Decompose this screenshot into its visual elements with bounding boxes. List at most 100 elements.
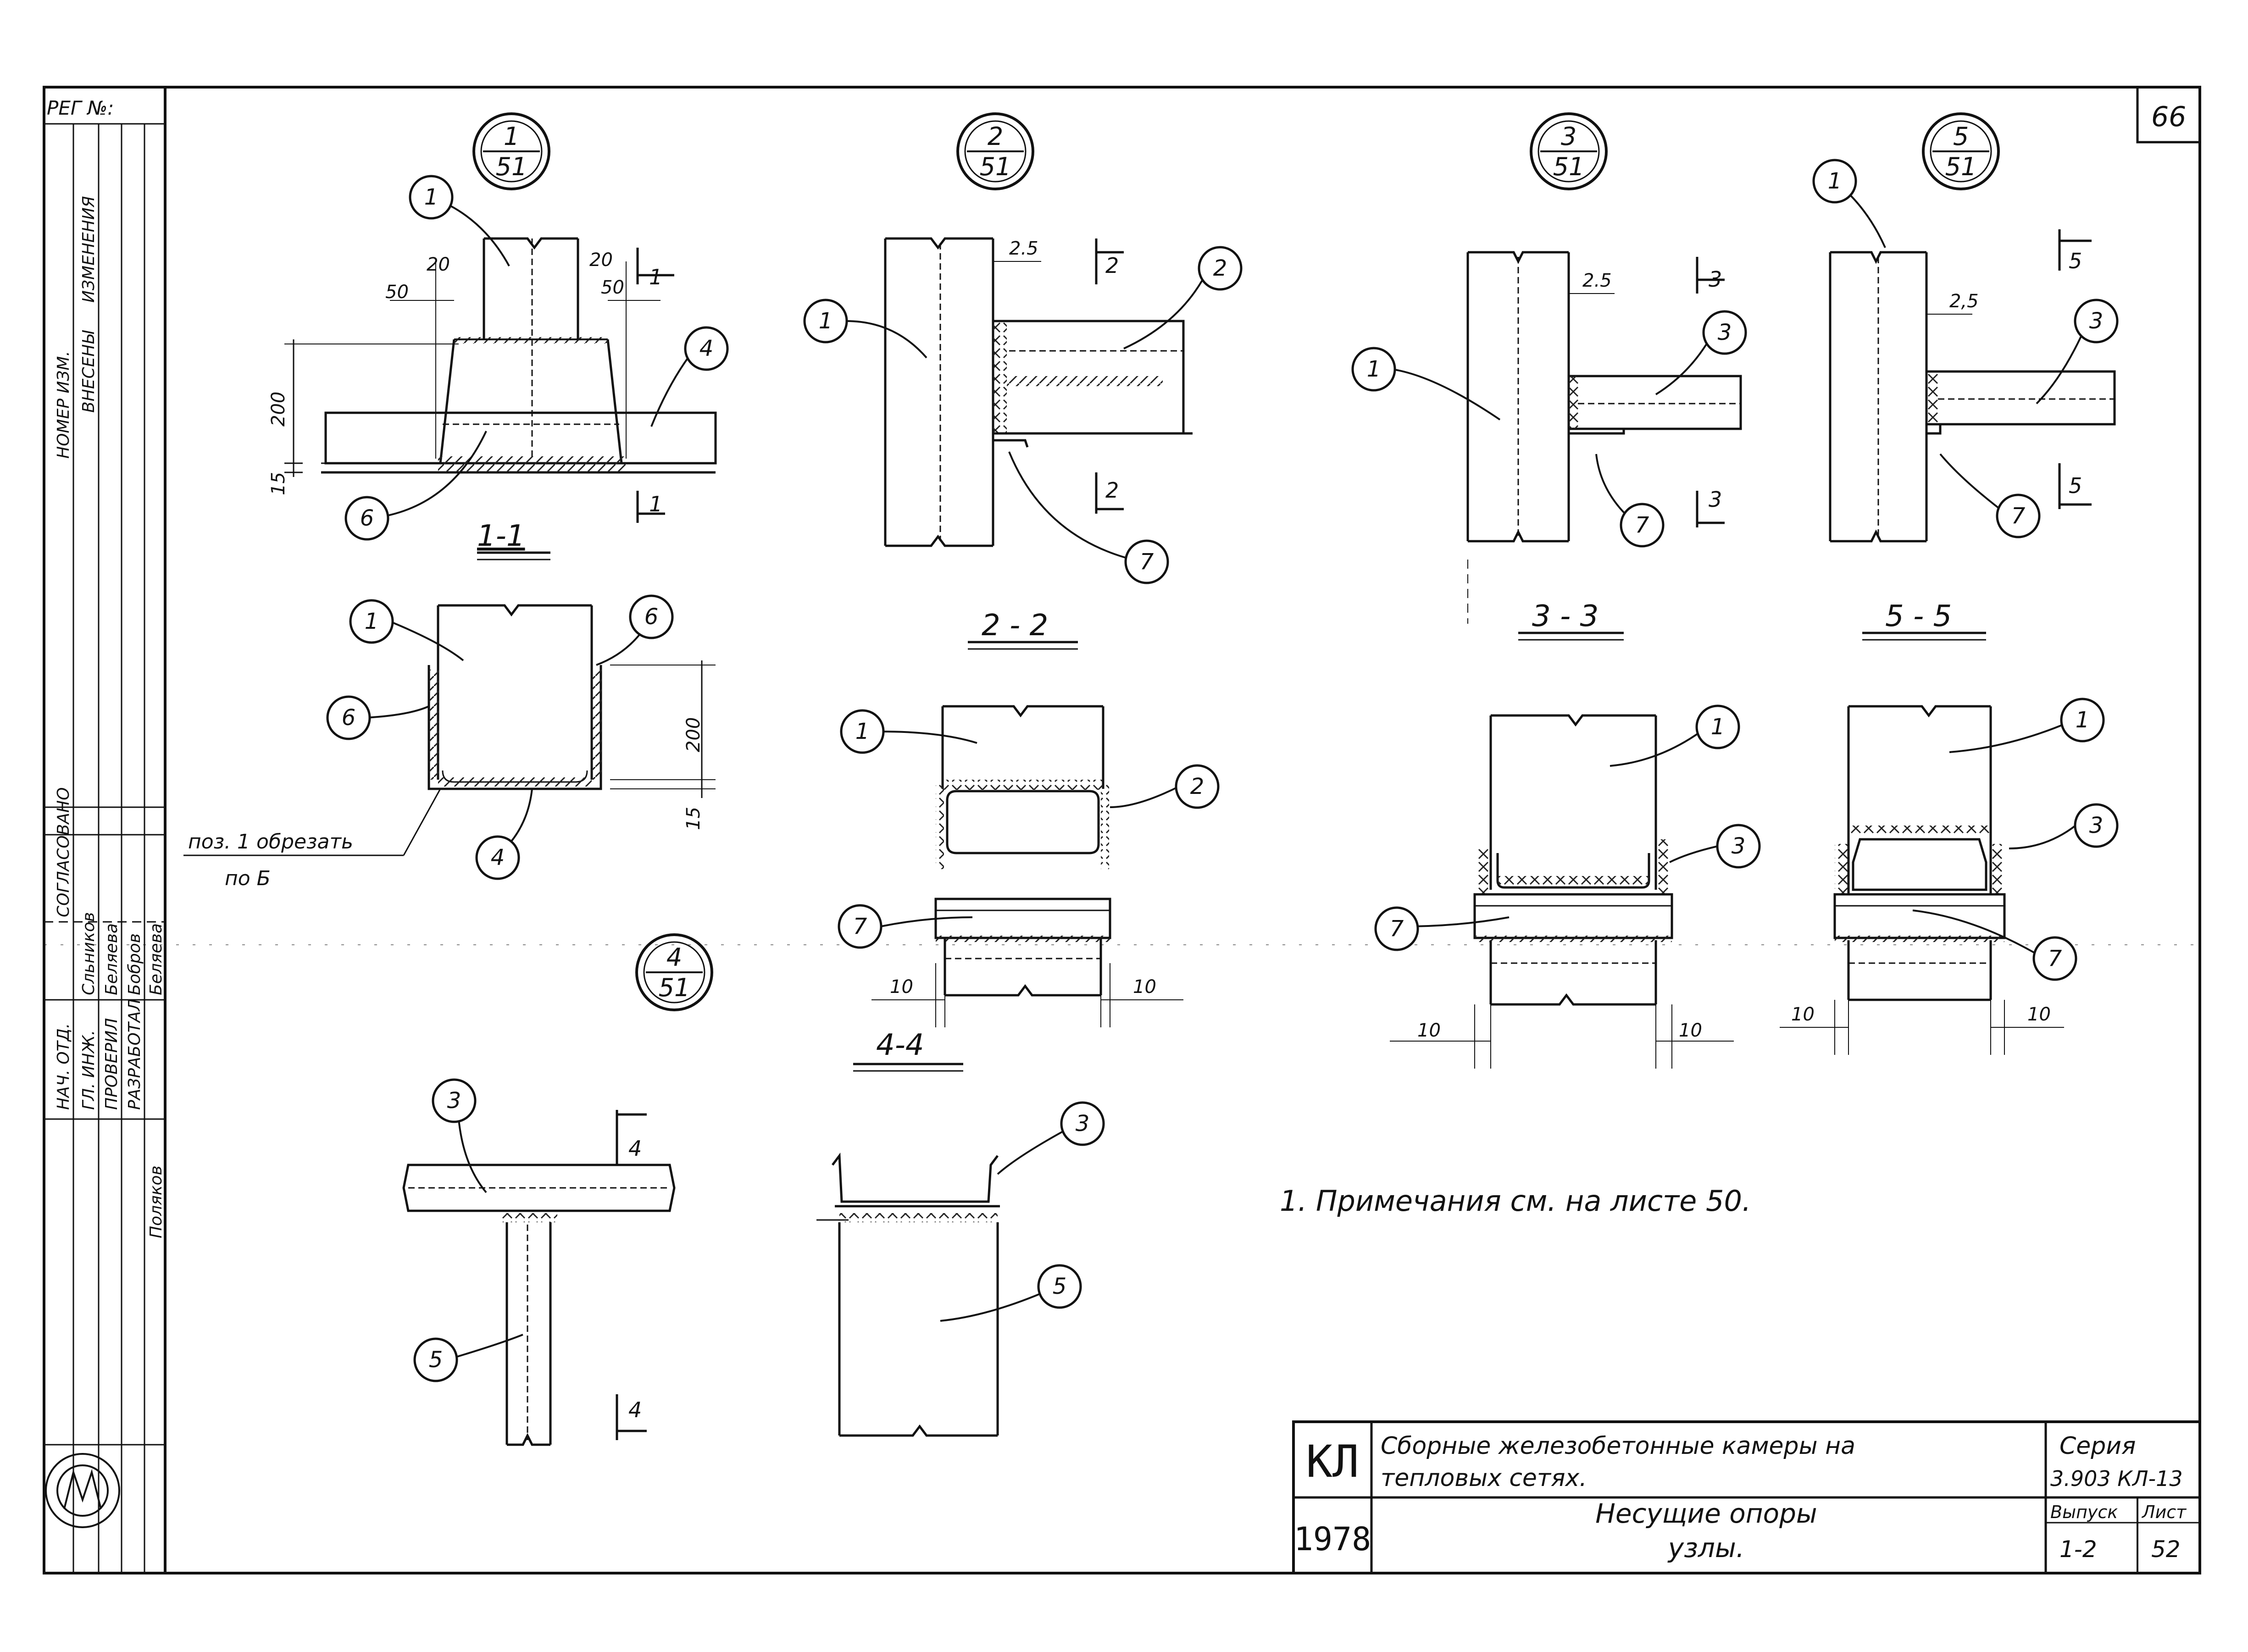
balloon-n3-3: 3: [1702, 310, 1747, 355]
part-balloons: [364, 180, 2088, 1358]
svg-text:4: 4: [699, 336, 714, 361]
strip-text-1: НОМЕР ИЗМ.: [54, 351, 73, 459]
left-strip: РЕГ №: НОМЕР ИЗМ. ИЗМЕНЕНИЯ ВНЕСЕНЫ СОГЛ…: [44, 97, 166, 1573]
part-balloon-labels: 1 4 6 1 6 6 4 1 2 7 1 2 7 1 3 7 1 3 7 1 …: [326, 159, 2119, 1382]
svg-text:51: 51: [659, 973, 690, 1002]
n5-dim-25: 2,5: [1949, 291, 1979, 312]
tb-sheet-line2: узлы.: [1667, 1532, 1744, 1563]
n4-cut-mark-bottom: 4: [628, 1397, 642, 1422]
svg-text:51: 51: [496, 152, 527, 181]
n5p-dim-10-left: 10: [1791, 1004, 1815, 1025]
balloon-n1-1: 1: [409, 175, 454, 220]
title-block: [1292, 1420, 2201, 1574]
tb-code: КЛ: [1306, 1436, 1359, 1487]
balloon-n2-7: 7: [1124, 539, 1169, 584]
svg-text:3: 3: [1561, 122, 1576, 151]
n1p-dim-15: 15: [683, 807, 704, 830]
tb-sheet-line1: Несущие опоры: [1595, 1498, 1817, 1529]
strip-text-4: СОГЛАСОВАНО: [54, 787, 73, 917]
svg-text:51: 51: [1553, 152, 1585, 181]
svg-text:3: 3: [1732, 833, 1746, 859]
balloon-n1-4: 4: [684, 326, 729, 371]
tb-project-line1: Сборные железобетонные камеры на: [1381, 1432, 1855, 1460]
strip-text-2: ИЗМЕНЕНИЯ: [79, 196, 98, 303]
svg-text:5: 5: [1053, 1274, 1067, 1299]
tb-issue-label: Выпуск: [2050, 1502, 2118, 1522]
node-1-plan: [427, 604, 716, 798]
balloon-n5p-3: 3: [2074, 803, 2119, 848]
svg-text:4: 4: [491, 845, 505, 870]
svg-text:1: 1: [365, 609, 379, 634]
n2-dim-25: 2.5: [1009, 238, 1038, 259]
tb-sheet-label: Лист: [2141, 1502, 2187, 1522]
balloon-n5-3: 3: [2074, 299, 2119, 344]
n3-cut-mark-top: 3: [1709, 267, 1722, 292]
cut-note-line1: поз. 1 обрезать: [188, 830, 353, 854]
svg-text:2: 2: [1213, 255, 1227, 281]
tb-series-value: 3.903 КЛ-13: [2050, 1466, 2183, 1491]
section-callout-5-51: 5 51: [1922, 112, 2000, 190]
balloon-n5p-7: 7: [2032, 936, 2077, 981]
node-3-plan: [1390, 714, 1734, 1069]
balloon-n44-1: 1: [840, 709, 885, 754]
n5-cut-mark-bottom: 5: [2069, 473, 2082, 498]
balloon-n4p-5: 5: [1037, 1264, 1082, 1309]
strip-text-5: Сльников: [79, 912, 98, 995]
balloon-n5p-1: 1: [2060, 698, 2105, 743]
svg-text:3: 3: [1718, 320, 1732, 345]
section-label-5-5: 5 - 5: [1885, 599, 1952, 633]
archive-stamp: [45, 1453, 120, 1528]
balloon-n2-1: 1: [803, 299, 848, 344]
svg-text:6: 6: [342, 705, 356, 731]
balloon-n1p-4: 4: [475, 835, 520, 880]
balloon-n4-5: 5: [413, 1337, 458, 1382]
balloon-n3-7: 7: [1620, 503, 1665, 548]
n2-cut-mark-bottom: 2: [1105, 478, 1119, 503]
svg-text:1: 1: [504, 122, 519, 151]
balloon-n4p-3: 3: [1060, 1101, 1105, 1146]
svg-text:5: 5: [1953, 122, 1969, 151]
balloon-n4-3: 3: [432, 1078, 477, 1123]
balloon-n2-2: 2: [1198, 246, 1243, 291]
balloon-n3p-3: 3: [1716, 824, 1761, 869]
balloon-n3p-7: 7: [1374, 906, 1419, 951]
svg-text:3: 3: [1076, 1111, 1090, 1136]
svg-text:1: 1: [2076, 707, 2090, 733]
n1-dim-50-left: 50: [385, 282, 409, 303]
n5-cut-mark-top: 5: [2069, 249, 2082, 273]
strip-text-6: Беляева: [102, 923, 121, 995]
balloon-n1p-1: 1: [349, 599, 394, 644]
svg-text:7: 7: [1390, 916, 1404, 942]
svg-text:4: 4: [666, 943, 682, 972]
strip-text-11: ПРОВЕРИЛ: [102, 1018, 121, 1110]
svg-text:6: 6: [360, 505, 374, 531]
svg-text:6: 6: [644, 604, 659, 630]
svg-text:7: 7: [2011, 503, 2026, 529]
svg-text:1: 1: [855, 719, 870, 744]
strip-text-3: ВНЕСЕНЫ: [79, 330, 98, 413]
svg-text:5: 5: [429, 1347, 443, 1373]
strip-text-9: НАЧ. ОТД.: [54, 1023, 73, 1110]
svg-text:1: 1: [819, 308, 833, 334]
frame: [43, 86, 2201, 1574]
section-label-4-4: 4-4: [876, 1028, 924, 1062]
n1-dim-20-right: 20: [589, 249, 613, 271]
svg-text:2: 2: [1190, 774, 1204, 799]
strip-text-12: РАЗРАБОТАЛ: [125, 999, 144, 1110]
n1-dim-20-left: 20: [427, 254, 450, 275]
cut-note-line2: по Б: [225, 867, 271, 890]
balloon-n44-2: 2: [1175, 764, 1220, 809]
tb-year: 1978: [1294, 1520, 1371, 1558]
tb-project-line2: тепловых сетях.: [1381, 1464, 1587, 1492]
n3p-dim-10-left: 10: [1417, 1020, 1441, 1041]
strip-text-13: Поляков: [147, 1165, 166, 1238]
balloon-n5-7: 7: [1996, 493, 2041, 538]
svg-text:7: 7: [1635, 512, 1649, 538]
n3p-dim-10-right: 10: [1679, 1020, 1702, 1041]
svg-text:51: 51: [1945, 152, 1977, 181]
svg-text:3: 3: [2089, 308, 2104, 334]
balloon-n1p-6a: 6: [629, 594, 674, 639]
balloon-n44-7: 7: [838, 904, 883, 949]
tb-series-label: Серия: [2059, 1432, 2136, 1460]
